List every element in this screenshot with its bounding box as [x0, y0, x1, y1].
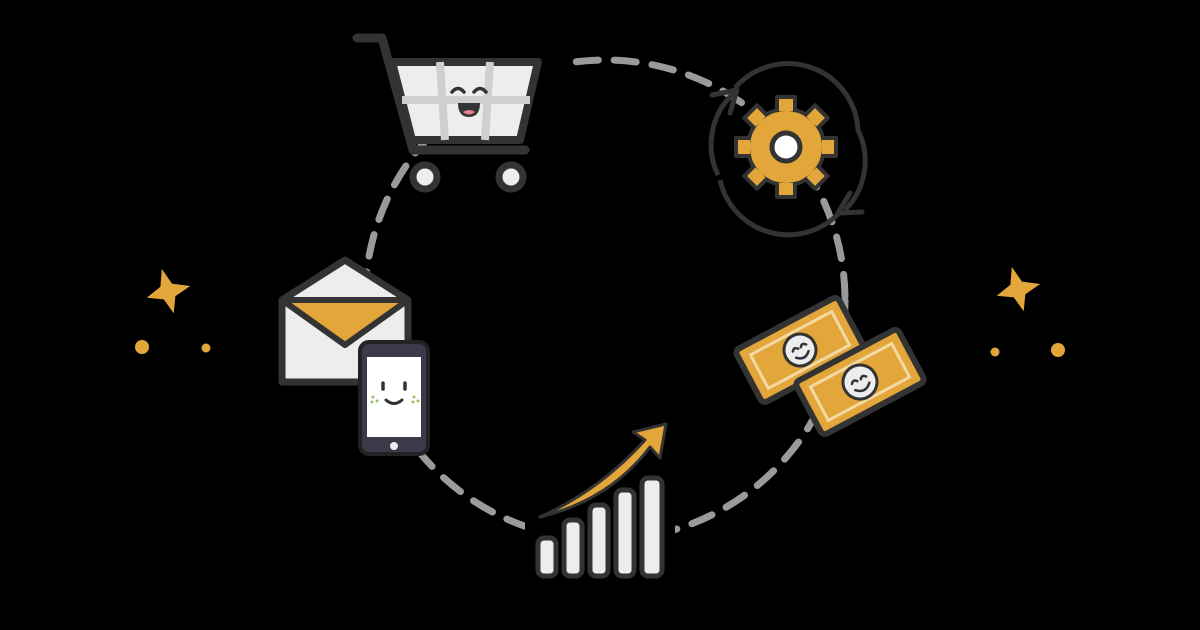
gear-cycle-icon: [708, 61, 868, 238]
money-bills-icon: [733, 295, 927, 437]
sparkle-icon: [990, 266, 1065, 357]
sparkle-icon: [135, 268, 211, 354]
growth-chart-icon: [525, 422, 675, 580]
shopping-cart-icon: [352, 33, 565, 193]
smartphone-icon: [358, 340, 430, 456]
